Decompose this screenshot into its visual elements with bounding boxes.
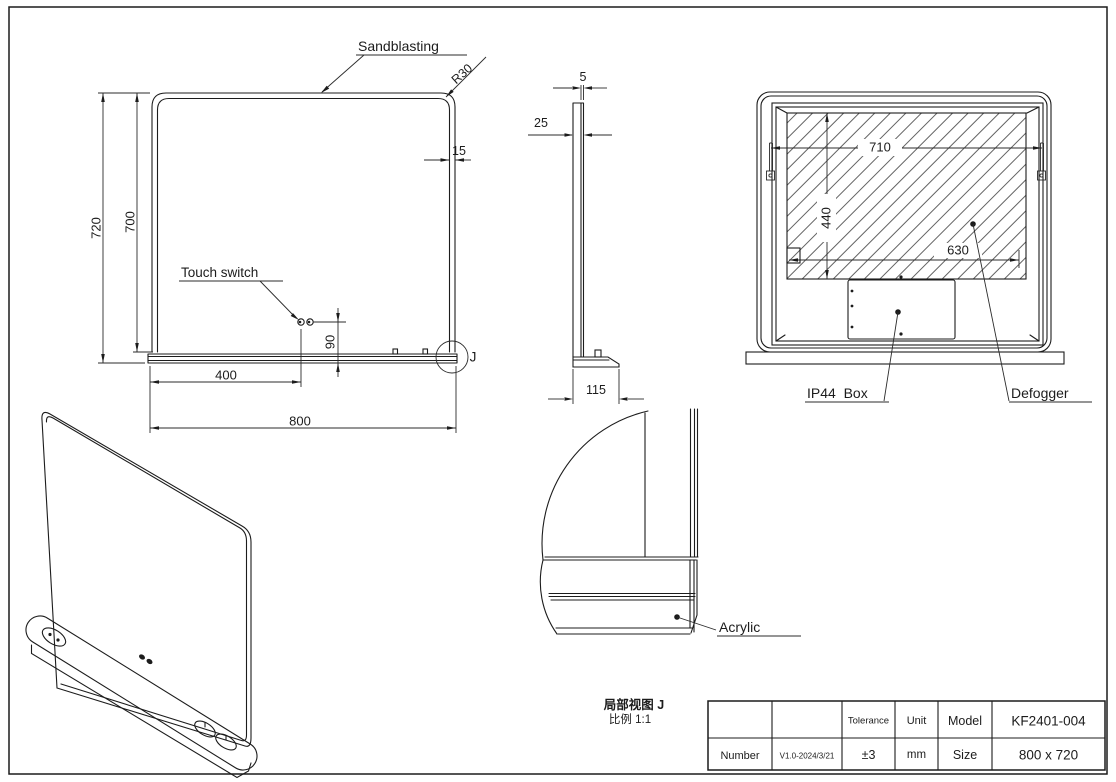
number-header: Number xyxy=(720,750,759,762)
base-depth-dim: 115 xyxy=(548,369,644,404)
detail-view-j: Acrylic 局部视图 J 比例 1:1 xyxy=(539,408,801,726)
back-view: 710 440 630 xyxy=(745,91,1092,403)
height-dims: 720 700 xyxy=(89,92,153,364)
height-overall-text: 720 xyxy=(89,217,104,239)
version-value: V1.0-2024/3/21 xyxy=(780,752,835,761)
switch-offset-dim: 400 xyxy=(149,329,302,433)
switch-offset-text: 400 xyxy=(215,368,237,383)
size-value: 800 x 720 xyxy=(1019,748,1078,763)
unit-value: mm xyxy=(907,749,926,761)
bar-clip xyxy=(422,348,429,355)
touch-switch-label: Touch switch xyxy=(181,265,258,280)
depth-dim: 25 xyxy=(528,116,612,137)
touch-switch-dot-iso xyxy=(146,658,153,665)
defogger-height-text: 440 xyxy=(819,207,834,229)
switch-height-text: 90 xyxy=(323,335,338,349)
detail-view-scale: 比例 1:1 xyxy=(609,712,651,726)
touch-switch-dot-iso xyxy=(139,654,145,660)
front-view-outline xyxy=(147,92,458,364)
sheet-border xyxy=(8,6,1108,775)
suction-pad xyxy=(41,627,67,647)
ip44-box xyxy=(847,275,956,340)
tolerance-header: Tolerance xyxy=(848,716,889,727)
detail-marker-label: J xyxy=(470,350,477,365)
ip44-callout: IP44 Box xyxy=(805,309,901,403)
isometric-view xyxy=(25,411,258,779)
touch-switch-dot xyxy=(297,318,305,326)
sandblasting-label: Sandblasting xyxy=(358,38,439,54)
ip44-label: IP44 Box xyxy=(807,385,868,401)
slab-clip xyxy=(594,349,602,358)
defogger-callout: Defogger xyxy=(970,221,1092,403)
height-mirror-text: 700 xyxy=(123,211,138,233)
defogger-width-bottom-dim: 630 xyxy=(789,243,1020,268)
depth-dim-text: 25 xyxy=(534,116,548,130)
detail-view-title: 局部视图 J xyxy=(604,697,664,712)
front-view: J Sandblasting R30 15 xyxy=(89,38,487,433)
acrylic-callout: Acrylic xyxy=(674,614,801,637)
base-depth-text: 115 xyxy=(586,383,606,397)
defogger-label: Defogger xyxy=(1011,385,1069,401)
unit-header: Unit xyxy=(907,715,927,727)
radius-callout: R30 xyxy=(445,56,487,98)
back-outer-frame-inner xyxy=(760,95,1048,349)
acrylic-label: Acrylic xyxy=(719,619,760,635)
detail-circle-j xyxy=(435,340,469,374)
border-dim-text: 15 xyxy=(452,144,466,158)
width-dim-text: 800 xyxy=(289,414,311,429)
radius-label: R30 xyxy=(449,61,475,87)
back-bottom-strip xyxy=(745,351,1065,365)
back-inner-frame xyxy=(771,102,1044,346)
border-dim: 15 xyxy=(424,144,471,162)
back-inner-frame-inner xyxy=(775,106,1040,342)
model-value: KF2401-004 xyxy=(1011,714,1086,729)
side-view-outline xyxy=(572,102,620,368)
defogger-width-bottom-text: 630 xyxy=(947,243,969,258)
suction-pad xyxy=(215,733,237,751)
title-block: Tolerance Unit Model KF2401-004 Number V… xyxy=(707,700,1106,771)
size-header: Size xyxy=(953,748,977,762)
defogger-width-text: 710 xyxy=(869,140,891,155)
side-view: 5 25 115 xyxy=(528,70,644,404)
hanging-bracket-left xyxy=(766,142,775,181)
switch-height-dim: 90 xyxy=(313,308,346,377)
defogger-height-dim: 440 xyxy=(817,113,836,279)
suction-pad xyxy=(194,720,216,738)
touch-switch-callout: Touch switch xyxy=(179,265,314,326)
glass-thickness-dim: 5 xyxy=(553,70,607,100)
glass-thickness-text: 5 xyxy=(580,70,587,84)
tolerance-value: ±3 xyxy=(862,748,876,762)
sandblasting-callout: Sandblasting xyxy=(321,38,467,93)
frame-bevels xyxy=(775,106,1040,342)
connector-square xyxy=(786,247,801,264)
width-dim: 800 xyxy=(150,366,457,433)
model-header: Model xyxy=(948,714,982,728)
defogger-width-dim: 710 xyxy=(771,139,1042,156)
bar-clip xyxy=(392,348,399,355)
